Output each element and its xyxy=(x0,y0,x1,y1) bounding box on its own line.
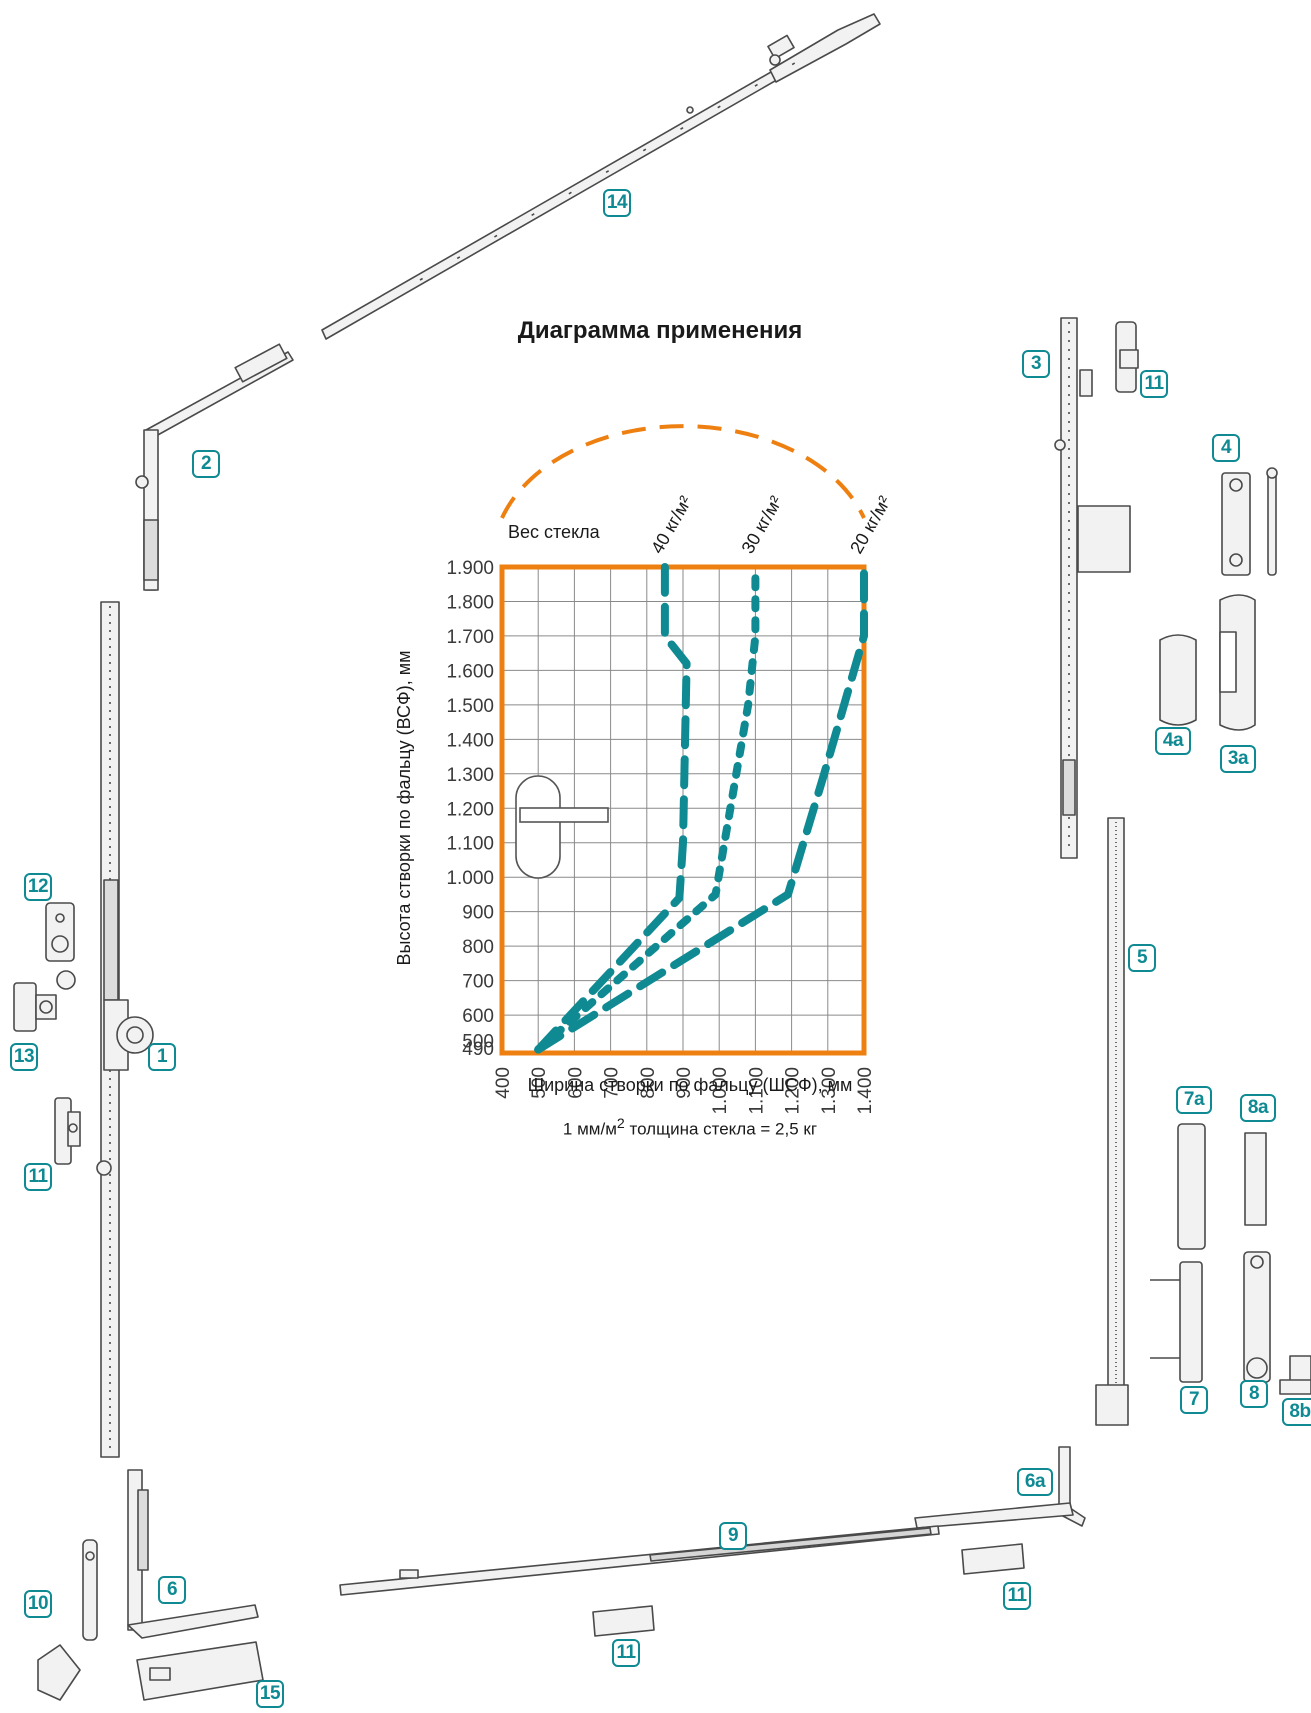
x-tick-label-6: 1.000 xyxy=(710,1067,731,1115)
part-badge-5: 5 xyxy=(1128,944,1156,972)
y-tick-label-12: 1.600 xyxy=(446,661,494,682)
part-6-corner xyxy=(127,1469,259,1639)
x-tick-label-10: 1.400 xyxy=(855,1067,876,1115)
part-4-hinge xyxy=(1221,467,1278,576)
y-tick-label-8: 1.200 xyxy=(446,799,494,820)
part-badge-11-top: 11 xyxy=(1140,370,1168,398)
part-badge-11-bottom: 11 xyxy=(612,1639,640,1667)
y-tick-label-3: 700 xyxy=(462,972,494,993)
x-axis-label: Ширина створки по фальцу (ШСФ), мм xyxy=(527,1075,853,1095)
series-label-1: 30 кг/м² xyxy=(738,493,787,557)
part-badge-8a: 8a xyxy=(1240,1094,1276,1122)
part-13-keeper xyxy=(13,982,57,1032)
y-tick-label-0: 490 xyxy=(462,1039,494,1060)
part-badge-3: 3 xyxy=(1022,350,1050,378)
part-badge-2: 2 xyxy=(192,450,220,478)
part-8-hinge xyxy=(1243,1251,1271,1383)
part-8a-cover xyxy=(1244,1132,1267,1226)
legend-title: Вес стекла xyxy=(508,522,601,542)
footnote-sup: 2 xyxy=(616,1116,625,1132)
series-line-0 xyxy=(534,563,691,1054)
part-14-top-rod xyxy=(321,13,881,340)
x-tick-label-0: 400 xyxy=(493,1067,514,1099)
part-1-espagnolette xyxy=(96,601,154,1458)
series-line-1 xyxy=(534,563,760,1054)
part-badge-7: 7 xyxy=(1180,1386,1208,1414)
y-tick-label-7: 1.100 xyxy=(446,834,494,855)
y-axis-label: Высота створки по фальцу (ВСФ), мм xyxy=(394,651,414,966)
part-badge-13: 13 xyxy=(10,1043,38,1071)
part-11-keeper-bottom-right xyxy=(961,1543,1025,1575)
y-tick-label-13: 1.700 xyxy=(446,627,494,648)
y-tick-label-9: 1.300 xyxy=(446,765,494,786)
y-tick-label-6: 1.000 xyxy=(446,868,494,889)
chart-series-labels: 40 кг/м² 30 кг/м² 20 кг/м² xyxy=(647,493,895,557)
part-4a-cover xyxy=(1159,634,1197,726)
x-tick-label-2: 600 xyxy=(565,1067,586,1099)
x-tick-label-3: 700 xyxy=(602,1067,623,1099)
part-badge-12: 12 xyxy=(24,873,52,901)
part-3a-cover xyxy=(1219,594,1256,731)
chart-title: Диаграмма применения xyxy=(517,317,803,344)
y-tick-label-10: 1.400 xyxy=(446,730,494,751)
footnote: 1 мм/м2 толщина стекла = 2,5 кг xyxy=(450,1116,930,1140)
part-7a-cover xyxy=(1177,1123,1206,1250)
part-8b-bracket xyxy=(1279,1355,1311,1395)
y-tick-label-1: 500 xyxy=(462,1032,494,1053)
part-3-rod xyxy=(1054,317,1131,859)
part-12-keeper xyxy=(45,902,76,990)
part-11-keeper-bottom xyxy=(592,1605,655,1637)
x-tick-label-8: 1.200 xyxy=(783,1067,804,1115)
x-tick-label-9: 1.300 xyxy=(819,1067,840,1115)
y-tick-label-5: 900 xyxy=(462,903,494,924)
series-label-2: 20 кг/м² xyxy=(846,493,895,557)
part-5-rod xyxy=(1095,817,1129,1426)
chart-series xyxy=(534,563,868,1054)
part-badge-11-left: 11 xyxy=(24,1163,52,1191)
y-tick-label-2: 600 xyxy=(462,1006,494,1027)
part-badge-8: 8 xyxy=(1240,1380,1268,1408)
x-tick-label-4: 800 xyxy=(638,1067,659,1099)
part-badge-1: 1 xyxy=(148,1043,176,1071)
y-tick-label-15: 1.900 xyxy=(446,558,494,579)
part-7-hinge xyxy=(1150,1261,1203,1383)
part-badge-4a: 4a xyxy=(1155,727,1191,755)
part-badge-14: 14 xyxy=(603,189,631,217)
part-11-keeper-left xyxy=(54,1097,81,1165)
part-2-corner-drive xyxy=(135,343,294,591)
y-tick-label-4: 800 xyxy=(462,937,494,958)
part-badge-6: 6 xyxy=(158,1576,186,1604)
part-badge-3a: 3a xyxy=(1220,745,1256,773)
chart-dome xyxy=(500,424,866,519)
footnote-text: 1 мм/м xyxy=(562,1119,617,1139)
footnote-rest: толщина стекла = 2,5 кг xyxy=(624,1119,818,1139)
part-6a-corner xyxy=(914,1446,1086,1529)
part-badge-4: 4 xyxy=(1212,434,1240,462)
part-10-bracket xyxy=(37,1539,98,1701)
part-badge-11-bottom-right: 11 xyxy=(1003,1582,1031,1610)
y-tick-label-14: 1.800 xyxy=(446,592,494,613)
chart-ticks: 4905006007008009001.0001.1001.2001.3001.… xyxy=(446,558,876,1115)
part-badge-9: 9 xyxy=(719,1522,747,1550)
part-11-keeper-top xyxy=(1115,321,1139,393)
part-badge-15: 15 xyxy=(256,1680,284,1708)
x-tick-label-5: 900 xyxy=(674,1067,695,1099)
window-handle-icon xyxy=(515,775,609,879)
y-tick-label-11: 1.500 xyxy=(446,696,494,717)
part-badge-10: 10 xyxy=(24,1590,52,1618)
chart-frame xyxy=(499,564,867,1056)
series-label-0: 40 кг/м² xyxy=(647,493,696,557)
series-line-2 xyxy=(534,563,868,1054)
part-badge-7a: 7a xyxy=(1176,1086,1212,1114)
x-tick-label-1: 500 xyxy=(529,1067,550,1099)
part-badge-8b: 8b xyxy=(1282,1398,1311,1426)
part-badge-6a: 6a xyxy=(1017,1468,1053,1496)
x-tick-label-7: 1.100 xyxy=(746,1067,767,1115)
